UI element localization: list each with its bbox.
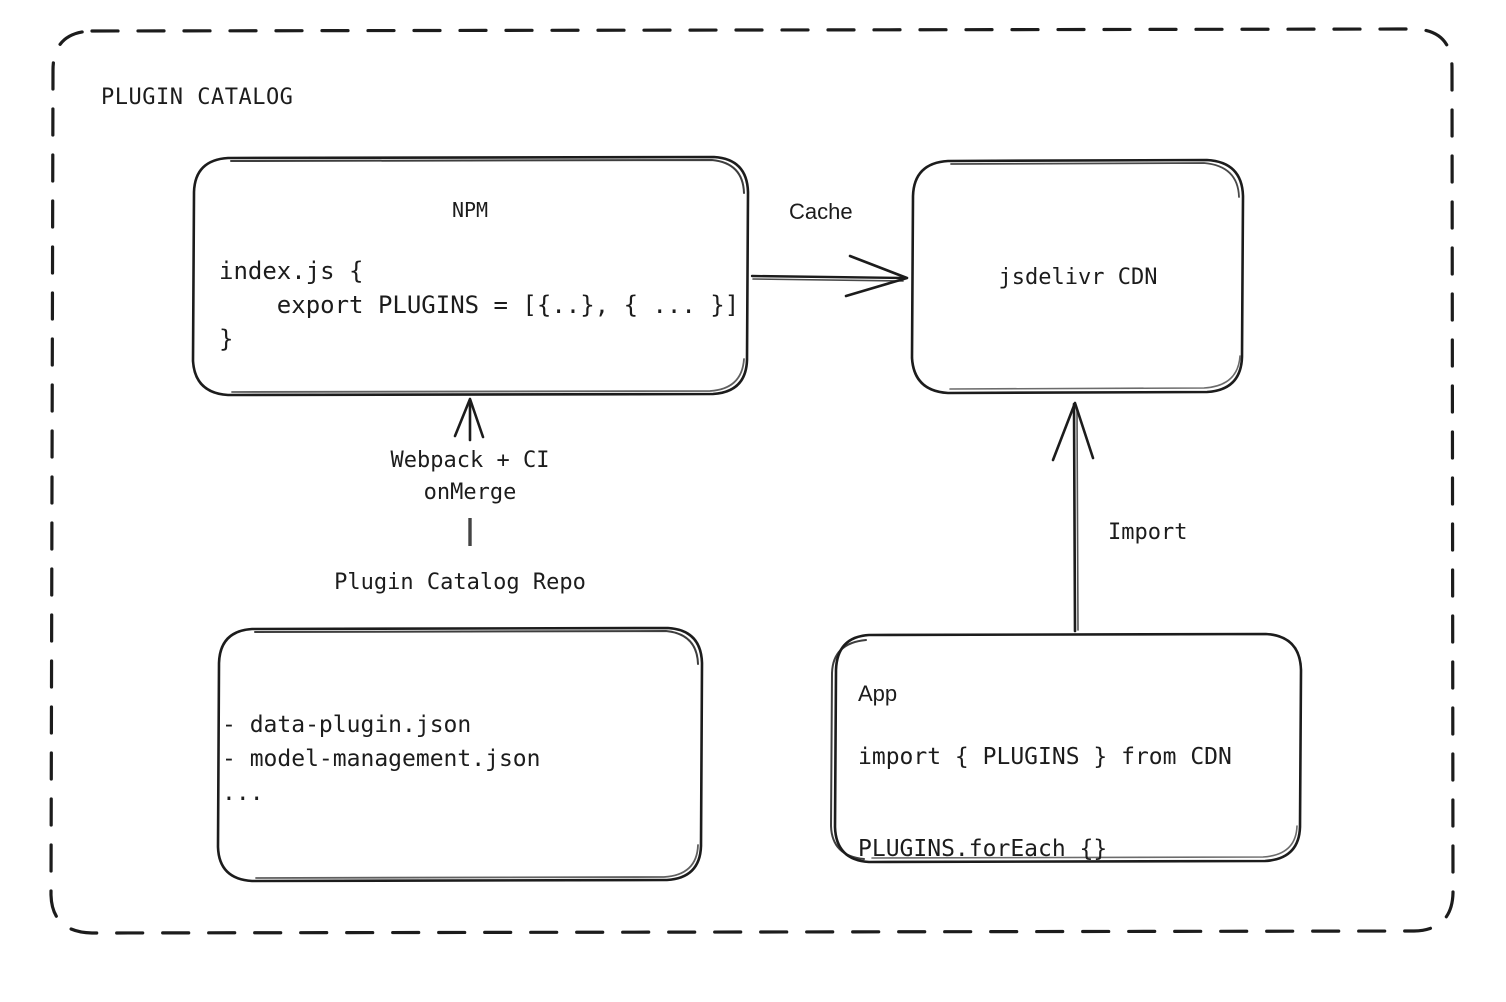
repo-node-caption: Plugin Catalog Repo: [334, 570, 586, 595]
cache-arrow: [750, 254, 909, 298]
app-node-code: import { PLUGINS } from CDN PLUGINS.forE…: [858, 744, 1232, 862]
cache-edge-label: Cache: [789, 199, 853, 224]
cdn-node-title: jsdelivr CDN: [998, 265, 1158, 290]
repo-node-items: - data-plugin.json - model-management.js…: [222, 712, 541, 807]
app-node-title: App: [858, 681, 898, 706]
region-title: PLUGIN CATALOG: [101, 85, 294, 110]
build-edge-label: Webpack + CI onMerge: [390, 448, 550, 505]
import-arrow: [1051, 401, 1095, 633]
npm-node-code: index.js { export PLUGINS = [{..}, { ...…: [219, 257, 740, 354]
import-edge-label: Import: [1108, 520, 1188, 545]
npm-node-title: NPM: [451, 198, 489, 222]
